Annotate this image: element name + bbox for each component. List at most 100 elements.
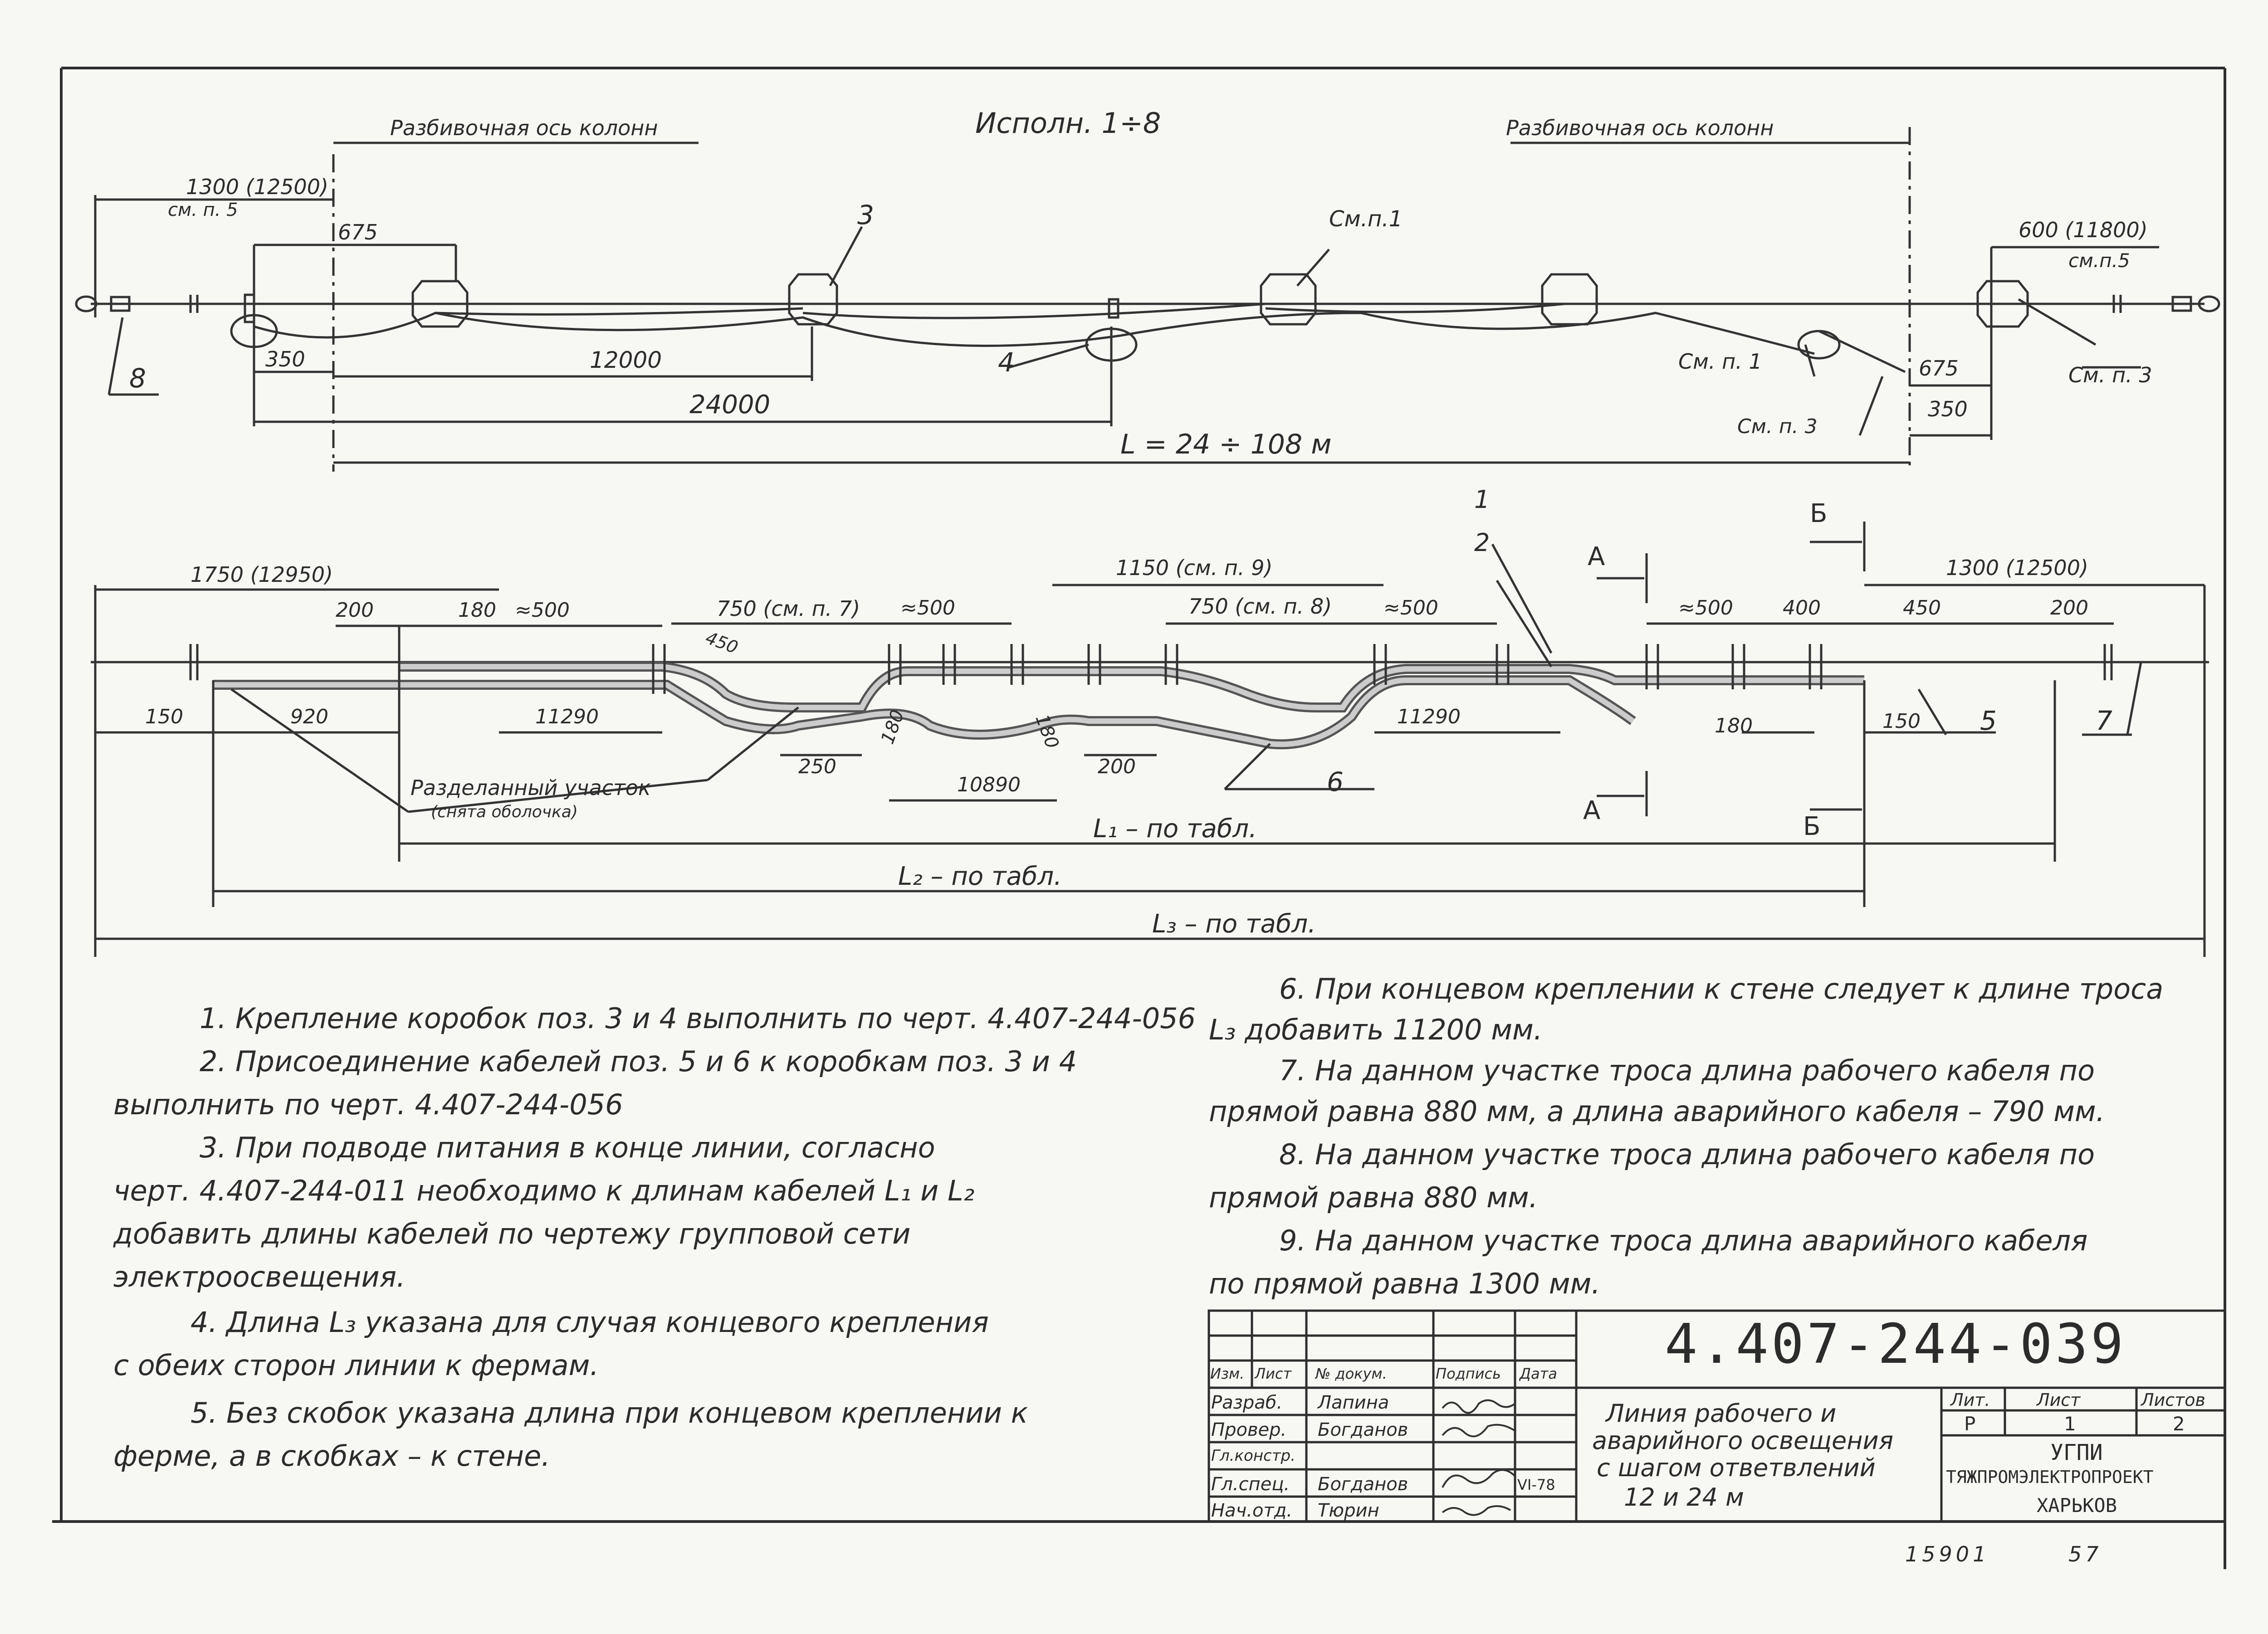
callout-pos-1: 1 (1474, 485, 1490, 514)
name-dept-head: Тюрин (1318, 1500, 1379, 1521)
sheet-value: 1 (2064, 1413, 2076, 1435)
dim-350-right: 350 (1928, 397, 1968, 421)
callout-see-1-bottom: См. п. 1 (1678, 349, 1762, 374)
dim-675-right: 675 (1919, 356, 1959, 380)
dim-150-left: 150 (145, 705, 183, 728)
title-block-grid (1207, 1309, 2226, 1523)
callout-see-1-top: См.п.1 (1329, 206, 1403, 232)
note-right-3: 7. На данном участке троса длина рабочег… (1279, 1054, 2095, 1087)
dim-1300-right: 1300 (12500) (1946, 556, 2088, 580)
name-checker: Богданов (1318, 1419, 1408, 1440)
stripped-section-sublabel: (снята оболочка) (431, 803, 578, 821)
note-right-2: L₃ добавить 11200 мм. (1209, 1013, 1543, 1046)
callout-see-3-bottom: См. п. 3 (1737, 415, 1818, 438)
sheets-label: Листов (2141, 1390, 2205, 1410)
dim-350-left: 350 (265, 347, 305, 371)
col-header-date: Дата (1520, 1365, 1557, 1382)
page-number: 57 (2068, 1542, 2102, 1566)
dim-150-right: 150 (1882, 710, 1921, 733)
dim-500-d: ≈500 (1678, 596, 1733, 619)
note-left-7: электроосвещения. (113, 1260, 406, 1293)
sign-date: VI-78 (1517, 1476, 1555, 1493)
dim-500-b: ≈500 (900, 596, 955, 619)
dim-11290-b: 11290 (1397, 705, 1461, 728)
callout-pos-7: 7 (2096, 705, 2112, 736)
section-a-bottom: А (1583, 796, 1601, 825)
title-line-3: с шагом ответвлений (1597, 1454, 1876, 1482)
variant-label: Исполн. 1÷8 (975, 107, 1161, 140)
note-left-10: 5. Без скобок указана длина при концевом… (191, 1396, 1028, 1429)
lit-value: Р (1964, 1413, 1976, 1435)
note-right-6: прямой равна 880 мм. (1209, 1181, 1538, 1214)
lit-label: Лит. (1950, 1390, 1990, 1410)
role-chief-specialist: Гл.спец. (1211, 1474, 1290, 1495)
note-left-9: с обеих сторон линии к фермам. (113, 1349, 599, 1382)
col-header-sign: Подпись (1436, 1365, 1501, 1382)
role-dept-head: Нач.отд. (1211, 1500, 1293, 1521)
dim-675-left: 675 (338, 220, 378, 244)
dim-1750: 1750 (12950) (191, 562, 333, 587)
top-drawing-lines (75, 127, 2220, 472)
axis-label-left: Разбивочная ось колонн (390, 116, 658, 140)
dim-10890: 10890 (957, 773, 1021, 796)
name-developer: Лапина (1318, 1392, 1389, 1413)
dim-L3: L₃ – по табл. (1152, 909, 1316, 939)
axis-label-right: Разбивочная ось колонн (1506, 116, 1774, 140)
dim-750-note8: 750 (см. п. 8) (1188, 594, 1332, 619)
note-left-6: добавить длины кабелей по чертежу группо… (113, 1217, 911, 1250)
dim-200-mid: 200 (1098, 755, 1136, 778)
dim-L2: L₂ – по табл. (898, 862, 1062, 891)
dim-450-right: 450 (1903, 596, 1941, 619)
dim-200-left: 200 (336, 599, 374, 622)
dim-180-right: 180 (1715, 714, 1753, 737)
sheet-code: 15901 (1905, 1542, 1990, 1566)
org-line-3: ХАРЬКОВ (2037, 1494, 2117, 1517)
col-header-list: Лист (1255, 1365, 1292, 1382)
role-developer: Разраб. (1211, 1392, 1283, 1413)
dim-500-c: ≈500 (1383, 596, 1438, 619)
dim-L-total: L = 24 ÷ 108 м (1120, 429, 1332, 460)
note-right-1: 6. При концевом креплении к стене следуе… (1279, 972, 2164, 1005)
callout-pos-4: 4 (998, 347, 1015, 378)
dim-400: 400 (1783, 596, 1821, 619)
stripped-section-label: Разделанный участок (411, 776, 651, 800)
callout-pos-3: 3 (857, 200, 874, 230)
dim-920: 920 (290, 705, 328, 728)
dim-1150: 1150 (см. п. 9) (1116, 556, 1273, 580)
title-line-2: аварийного освещения (1592, 1426, 1894, 1455)
dim-600-note: см.п.5 (2068, 249, 2130, 272)
name-chief-specialist: Богданов (1318, 1474, 1408, 1495)
callout-see-3-right: См. п. 3 (2068, 363, 2152, 387)
callout-pos-5: 5 (1980, 705, 1997, 736)
dim-24000: 24000 (689, 390, 771, 419)
sheets-value: 2 (2173, 1413, 2185, 1435)
dim-200-right: 200 (2050, 596, 2088, 619)
dim-750-note7: 750 (см. п. 7) (717, 596, 860, 621)
callout-pos-2: 2 (1474, 528, 1490, 557)
dim-500-a: ≈500 (515, 599, 570, 622)
section-b-top: Б (1810, 499, 1828, 528)
title-line-1: Линия рабочего и (1606, 1399, 1837, 1428)
dim-1300-note: см. п. 5 (168, 200, 238, 220)
note-right-5: 8. На данном участке троса длина рабочег… (1279, 1138, 2095, 1171)
dim-11290-a: 11290 (535, 705, 599, 728)
org-line-2: ТЯЖПРОМЭЛЕКТРОПРОЕКТ (1946, 1467, 2154, 1487)
callout-pos-8: 8 (129, 363, 146, 394)
col-header-doc: № докум. (1315, 1365, 1387, 1382)
role-checker: Провер. (1211, 1419, 1287, 1440)
col-header-izm: Изм. (1210, 1365, 1245, 1382)
note-left-5: черт. 4.407-244-011 необходимо к длинам … (113, 1174, 975, 1207)
dim-1300: 1300 (12500) (186, 175, 328, 199)
note-right-8: по прямой равна 1300 мм. (1209, 1267, 1600, 1300)
note-left-2: 2. Присоединение кабелей поз. 5 и 6 к ко… (200, 1045, 1077, 1078)
callout-pos-6: 6 (1327, 766, 1344, 797)
note-right-7: 9. На данном участке троса длина аварийн… (1279, 1224, 2088, 1257)
note-left-11: ферме, а в скобках – к стене. (113, 1439, 550, 1473)
dim-L1: L₁ – по табл. (1093, 814, 1257, 844)
role-chief-designer: Гл.констр. (1211, 1447, 1295, 1465)
note-left-3: выполнить по черт. 4.407-244-056 (113, 1088, 623, 1121)
sheet-label: Лист (2037, 1390, 2081, 1410)
dim-180-top: 180 (458, 599, 496, 622)
